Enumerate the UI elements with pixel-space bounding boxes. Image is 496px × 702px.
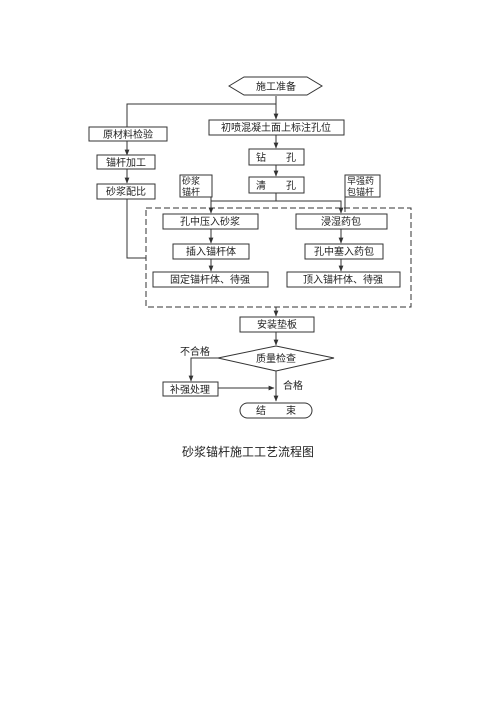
insert-bolt-label: 插入锚杆体 [186,245,236,258]
install-plate-node: 安装垫板 [239,316,315,333]
quality-check-node: 质量检查 [217,345,335,372]
drill-label: 钻 孔 [256,151,296,164]
press-mortar-label: 孔中压入砂浆 [180,215,240,228]
fix-bolt-node: 固定锚杆体、待强 [152,271,269,288]
insert-bolt-node: 插入锚杆体 [172,243,250,260]
end-node: 结 束 [239,402,313,419]
fix-bolt-label: 固定锚杆体、待强 [170,273,250,286]
mortar-bolt-label-line1: 砂浆 [182,175,200,187]
push-bolt-node: 顶入锚杆体、待强 [286,271,401,288]
install-plate-label: 安装垫板 [257,318,297,331]
fail-label: 不合格 [180,345,210,358]
reinforce-node: 补强处理 [162,381,219,397]
mark-holes-label: 初喷混凝土面上标注孔位 [221,121,331,134]
mortar-bolt-label-line2: 锚杆 [182,186,200,198]
early-strength-bolt-label-line1: 早强药 [347,176,374,187]
insert-pack-label: 孔中塞入药包 [314,245,374,258]
bolt-processing-label: 锚杆加工 [106,157,146,169]
insert-pack-node: 孔中塞入药包 [304,243,384,260]
early-strength-bolt-label-line2: 包锚杆 [347,186,374,198]
push-bolt-label: 顶入锚杆体、待强 [303,273,383,286]
pass-label: 合格 [283,379,303,392]
clean-node: 清 孔 [248,176,305,194]
mortar-bolt-node: 砂浆 锚杆 [179,174,213,198]
mark-holes-node: 初喷混凝土面上标注孔位 [208,119,345,136]
figure-caption: 砂浆锚杆施工工艺流程图 [181,445,314,459]
start-node: 施工准备 [228,76,323,96]
drill-node: 钻 孔 [248,148,305,166]
soak-pack-label: 浸湿药包 [321,215,361,228]
soak-pack-node: 浸湿药包 [295,213,388,230]
early-strength-bolt-node: 早强药 包锚杆 [344,174,381,198]
mortar-mix-node: 砂浆配比 [96,183,156,200]
process-group-dashed-box [145,207,412,308]
raw-material-label: 原材料检验 [103,128,153,141]
connectors [124,96,346,402]
reinforce-label: 补强处理 [170,383,210,396]
end-label: 结 束 [256,404,296,417]
quality-check-label: 质量检查 [256,352,296,365]
bolt-processing-node: 锚杆加工 [96,154,156,170]
start-label: 施工准备 [256,80,296,93]
clean-label: 清 孔 [256,179,296,192]
mortar-mix-label: 砂浆配比 [106,185,146,198]
press-mortar-node: 孔中压入砂浆 [162,213,259,230]
raw-material-node: 原材料检验 [88,126,168,142]
